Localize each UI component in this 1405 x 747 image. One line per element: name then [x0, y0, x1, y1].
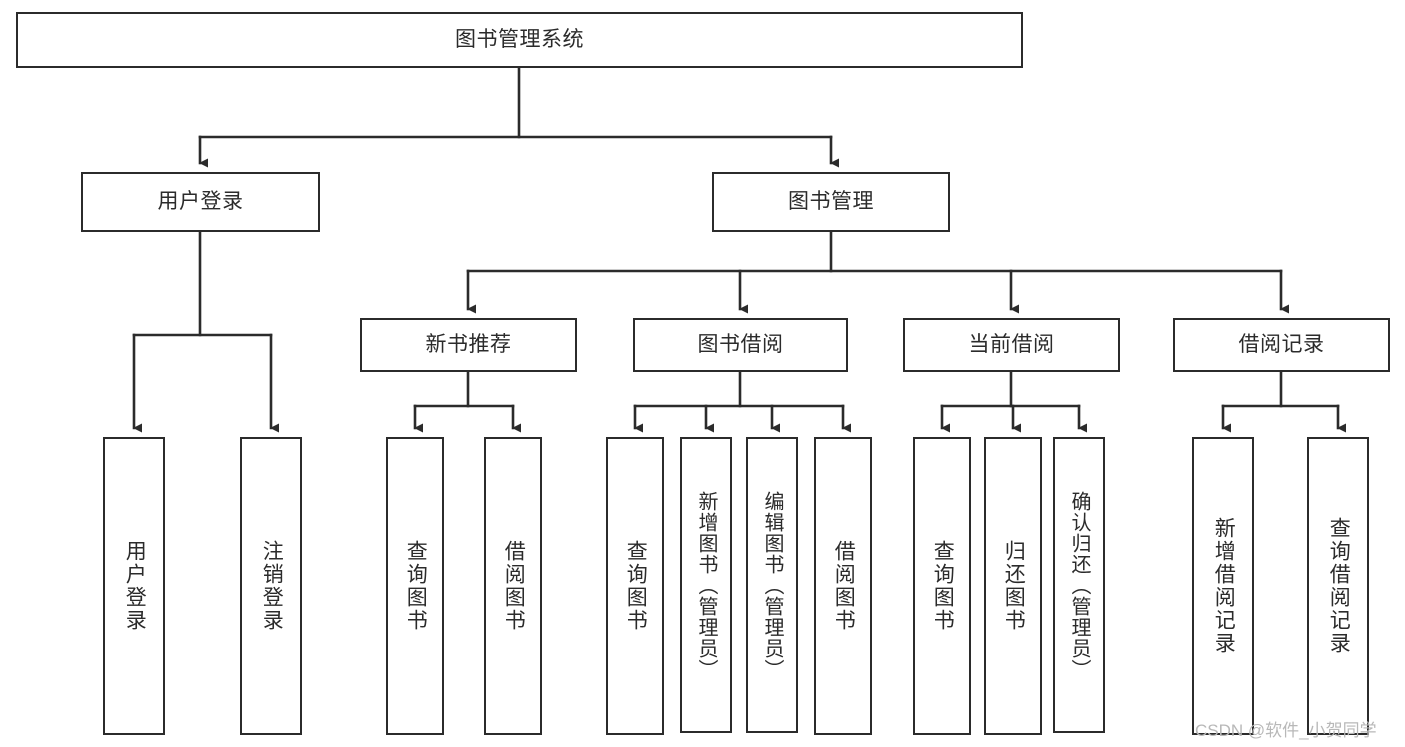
node-label: 确认归还（管理员） [1068, 490, 1090, 680]
node-label: 图书借阅 [697, 332, 784, 356]
node-label: 当前借阅 [968, 332, 1055, 356]
node-label: 借阅图书 [832, 540, 856, 632]
node-box-leaf-add-record[interactable]: 新增借阅记录 [1192, 437, 1254, 735]
watermark-text: CSDN @软件_小贺同学 [1195, 721, 1377, 740]
node-label: 查询图书 [931, 540, 955, 632]
node-label: 借阅图书 [502, 540, 526, 632]
node-box-leaf-query-book-br[interactable]: 查询图书 [606, 437, 664, 735]
node-box-user-login[interactable]: 用户登录 [81, 172, 320, 232]
node-label: 新书推荐 [425, 332, 512, 356]
node-box-leaf-query-record[interactable]: 查询借阅记录 [1307, 437, 1369, 735]
node-box-leaf-add-book-admin[interactable]: 新增图书（管理员） [680, 437, 732, 733]
node-box-leaf-logout[interactable]: 注销登录 [240, 437, 302, 735]
node-label: 借阅记录 [1238, 332, 1325, 356]
node-box-new-book-rec[interactable]: 新书推荐 [360, 318, 577, 372]
node-box-leaf-edit-book-admin[interactable]: 编辑图书（管理员） [746, 437, 798, 733]
node-box-leaf-query-book-rec[interactable]: 查询图书 [386, 437, 444, 735]
node-label: 新增图书（管理员） [695, 490, 717, 680]
node-label: 新增借阅记录 [1212, 517, 1236, 655]
node-box-current-borrow[interactable]: 当前借阅 [903, 318, 1120, 372]
node-box-leaf-query-book-cb[interactable]: 查询图书 [913, 437, 971, 735]
node-label: 图书管理系统 [455, 27, 584, 51]
node-box-leaf-borrow-book-rec[interactable]: 借阅图书 [484, 437, 542, 735]
connector-paths [132, 66, 1346, 433]
node-label: 注销登录 [260, 540, 284, 632]
node-label: 图书管理 [788, 189, 874, 213]
node-label: 用户登录 [157, 189, 244, 213]
node-label: 编辑图书（管理员） [761, 490, 783, 680]
node-label: 查询借阅记录 [1327, 517, 1351, 655]
node-box-leaf-return-book[interactable]: 归还图书 [984, 437, 1042, 735]
node-box-root[interactable]: 图书管理系统 [16, 12, 1023, 68]
node-label: 归还图书 [1002, 540, 1026, 632]
node-box-leaf-borrow-book-br[interactable]: 借阅图书 [814, 437, 872, 735]
node-box-book-manage[interactable]: 图书管理 [712, 172, 950, 232]
node-label: 查询图书 [624, 540, 648, 632]
node-box-leaf-user-login[interactable]: 用户登录 [103, 437, 165, 735]
node-box-borrow-record[interactable]: 借阅记录 [1173, 318, 1390, 372]
node-label: 用户登录 [123, 540, 147, 632]
node-box-book-borrow[interactable]: 图书借阅 [633, 318, 848, 372]
node-label: 查询图书 [404, 540, 428, 632]
node-box-leaf-confirm-return-admin[interactable]: 确认归还（管理员） [1053, 437, 1105, 733]
